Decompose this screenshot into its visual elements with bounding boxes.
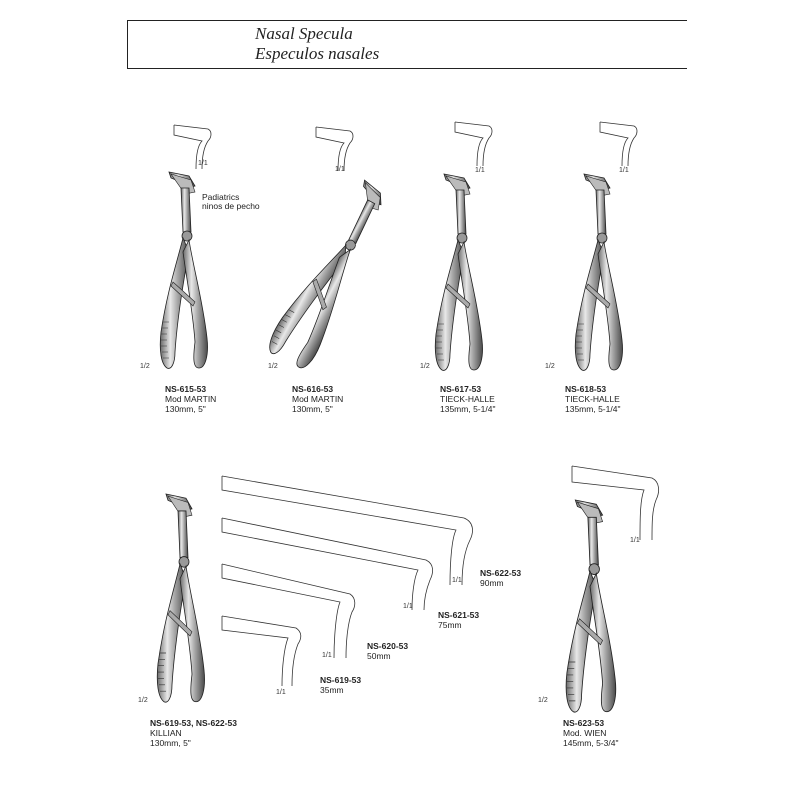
scale-label: 1/1 (619, 167, 629, 174)
header-top-rule (127, 20, 687, 21)
scale-label: 1/1 (403, 603, 413, 610)
blade-preview-617 (454, 121, 493, 167)
scale-label: 1/2 (538, 697, 548, 704)
product-model: TIECK-HALLE (565, 394, 620, 404)
blade-caption: NS-622-53 90mm (480, 568, 521, 588)
product-code: NS-623-53 (563, 718, 605, 728)
product-size: 130mm, 5" (292, 404, 333, 414)
scale-label: 1/1 (475, 167, 485, 174)
speculum-ns-618-53 (574, 173, 623, 371)
speculum-ns-616-53 (264, 175, 399, 373)
blade-ns-622-53 (222, 476, 472, 585)
blade-size: 90mm (480, 578, 504, 588)
product-code: NS-617-53 (440, 384, 482, 394)
product-caption: NS-615-53 Mod MARTIN 130mm, 5" (165, 384, 216, 414)
product-model: KILLIAN (150, 728, 182, 738)
blade-caption: NS-619-53 35mm (320, 675, 361, 695)
blade-code: NS-620-53 (367, 641, 409, 651)
scale-label: 1/1 (335, 166, 345, 173)
scale-label: 1/1 (198, 160, 208, 167)
blade-code: NS-622-53 (480, 568, 522, 578)
blade-preview-618 (599, 121, 638, 167)
product-size: 130mm, 5" (150, 738, 191, 748)
product-caption: NS-623-53 Mod. WIEN 145mm, 5-3/4" (563, 718, 618, 748)
product-size: 135mm, 5-1/4" (565, 404, 621, 414)
blade-preview-616 (315, 126, 354, 172)
speculum-ns-617-53 (434, 173, 483, 371)
product-model: TIECK-HALLE (440, 394, 495, 404)
header-left-rule (127, 20, 128, 68)
product-caption: NS-616-53 Mod MARTIN 130mm, 5" (292, 384, 343, 414)
speculum-ns-619-53 (156, 493, 205, 703)
page-subtitle: Especulos nasales (255, 44, 380, 63)
product-code: NS-615-53 (165, 384, 207, 394)
scale-label: 1/2 (268, 363, 278, 370)
blade-caption: NS-620-53 50mm (367, 641, 408, 661)
header-bottom-rule (127, 68, 687, 69)
blade-ns-620-53 (222, 564, 355, 658)
blade-preview-623 (572, 466, 659, 540)
product-caption: NS-619-53, NS-622-53 KILLIAN 130mm, 5" (150, 718, 237, 748)
product-model: Mod MARTIN (292, 394, 344, 404)
pediatrics-note-line1: Padiatrics (202, 192, 240, 202)
scale-label: 1/1 (276, 689, 286, 696)
product-caption: NS-617-53 TIECK-HALLE 135mm, 5-1/4" (440, 384, 495, 414)
product-size: 145mm, 5-3/4" (563, 738, 619, 748)
product-caption: NS-618-53 TIECK-HALLE 135mm, 5-1/4" (565, 384, 620, 414)
blade-ns-619-53 (222, 616, 301, 686)
scale-label: 1/2 (545, 363, 555, 370)
scale-label: 1/2 (420, 363, 430, 370)
blade-caption: NS-621-53 75mm (438, 610, 479, 630)
blade-ns-621-53 (222, 518, 433, 610)
blade-size: 50mm (367, 651, 391, 661)
scale-label: 1/2 (138, 697, 148, 704)
product-code: NS-618-53 (565, 384, 607, 394)
product-model: Mod MARTIN (165, 394, 217, 404)
product-size: 130mm, 5" (165, 404, 206, 414)
scale-label: 1/1 (452, 577, 462, 584)
scale-label: 1/2 (140, 363, 150, 370)
blade-code: NS-619-53 (320, 675, 362, 685)
pediatrics-note-line2: ninos de pecho (202, 201, 260, 211)
speculum-ns-623-53 (565, 499, 617, 713)
product-code: NS-616-53 (292, 384, 334, 394)
scale-label: 1/1 (322, 652, 332, 659)
scale-label: 1/1 (630, 537, 640, 544)
product-model: Mod. WIEN (563, 728, 607, 738)
blade-size: 75mm (438, 620, 462, 630)
blade-code: NS-621-53 (438, 610, 480, 620)
speculum-ns-615-53 (159, 171, 208, 369)
product-code: NS-619-53, NS-622-53 (150, 718, 237, 728)
product-size: 135mm, 5-1/4" (440, 404, 496, 414)
page-title: Nasal Specula (255, 24, 353, 43)
blade-size: 35mm (320, 685, 344, 695)
